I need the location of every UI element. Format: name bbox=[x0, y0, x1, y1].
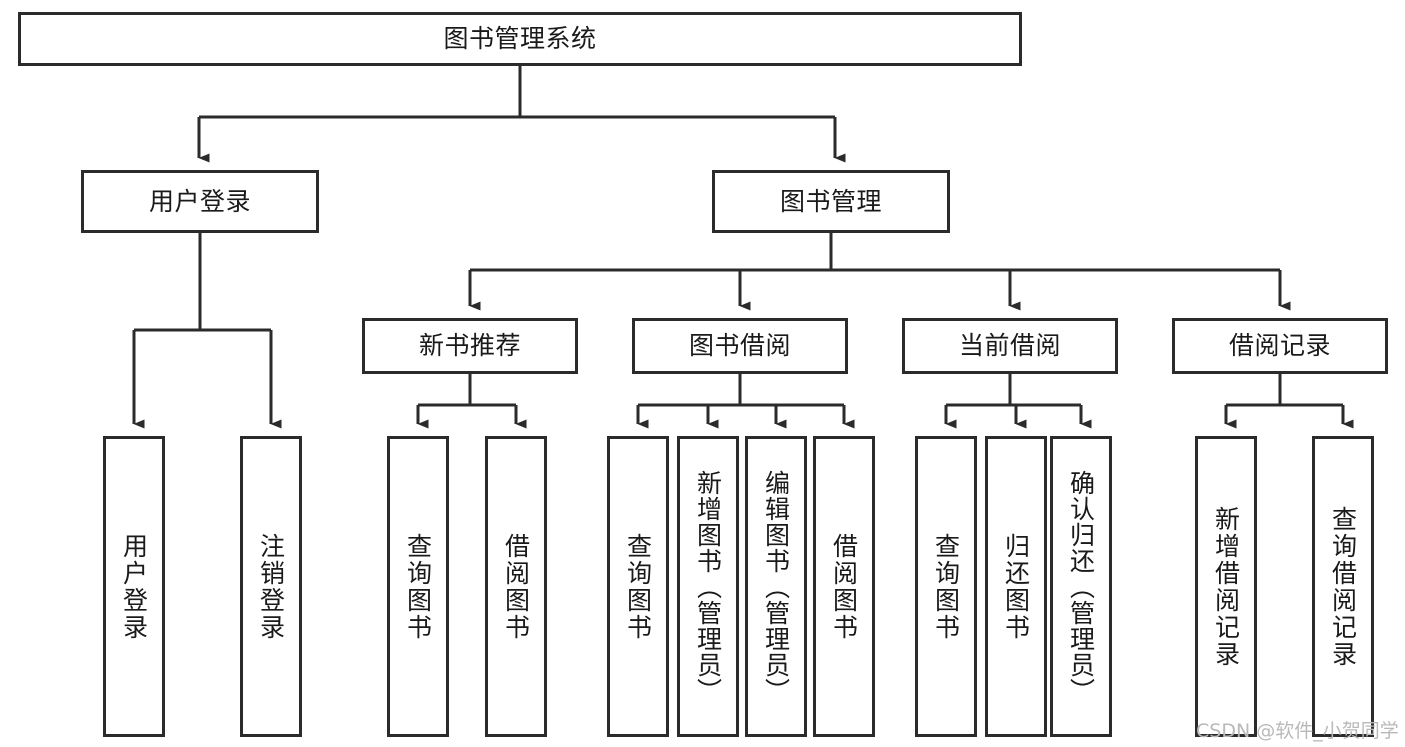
node-current-borrow[interactable]: 当前借阅 bbox=[902, 318, 1118, 374]
leaf-query-borrow-record[interactable]: 查询借阅记录 bbox=[1312, 436, 1374, 737]
leaf-add-book-admin-label: 新增图书（管理员） bbox=[693, 469, 723, 704]
node-root[interactable]: 图书管理系统 bbox=[18, 12, 1022, 66]
leaf-query-book-cur-label: 查询图书 bbox=[931, 532, 961, 641]
leaf-user-login[interactable]: 用户登录 bbox=[103, 436, 165, 737]
node-user-login[interactable]: 用户登录 bbox=[81, 170, 319, 233]
leaf-query-book-cur[interactable]: 查询图书 bbox=[915, 436, 977, 737]
leaf-query-book-bw-label: 查询图书 bbox=[623, 532, 653, 641]
node-current-borrow-label: 当前借阅 bbox=[958, 331, 1061, 360]
watermark-text: CSDN @软件_小贺同学 bbox=[1196, 720, 1399, 742]
leaf-borrow-book-bw-label: 借阅图书 bbox=[829, 532, 859, 641]
node-book-borrow-label: 图书借阅 bbox=[688, 331, 791, 360]
node-borrow-record[interactable]: 借阅记录 bbox=[1172, 318, 1388, 374]
node-root-label: 图书管理系统 bbox=[443, 24, 597, 53]
leaf-confirm-return-admin-label: 确认归还（管理员） bbox=[1066, 469, 1096, 704]
node-book-borrow[interactable]: 图书借阅 bbox=[632, 318, 848, 374]
leaf-return-book-label: 归还图书 bbox=[1001, 532, 1031, 641]
node-book-manage-label: 图书管理 bbox=[779, 186, 882, 216]
leaf-confirm-return-admin[interactable]: 确认归还（管理员） bbox=[1050, 436, 1112, 737]
leaf-user-logout[interactable]: 注销登录 bbox=[240, 436, 302, 737]
leaf-add-borrow-record-label: 新增借阅记录 bbox=[1211, 505, 1241, 668]
leaf-user-login-label: 用户登录 bbox=[119, 532, 149, 641]
leaf-query-book-bw[interactable]: 查询图书 bbox=[607, 436, 669, 737]
leaf-borrow-book-rec-label: 借阅图书 bbox=[501, 532, 531, 641]
node-new-book-recommend-label: 新书推荐 bbox=[418, 331, 521, 360]
node-new-book-recommend[interactable]: 新书推荐 bbox=[362, 318, 578, 374]
leaf-query-book-rec-label: 查询图书 bbox=[403, 532, 433, 641]
leaf-query-book-rec[interactable]: 查询图书 bbox=[387, 436, 449, 737]
node-user-login-label: 用户登录 bbox=[148, 186, 251, 216]
leaf-return-book[interactable]: 归还图书 bbox=[985, 436, 1047, 737]
leaf-add-borrow-record[interactable]: 新增借阅记录 bbox=[1195, 436, 1257, 737]
leaf-user-logout-label: 注销登录 bbox=[256, 532, 286, 641]
leaf-add-book-admin[interactable]: 新增图书（管理员） bbox=[677, 436, 739, 737]
leaf-borrow-book-rec[interactable]: 借阅图书 bbox=[485, 436, 547, 737]
leaf-edit-book-admin[interactable]: 编辑图书（管理员） bbox=[745, 436, 807, 737]
leaf-query-borrow-record-label: 查询借阅记录 bbox=[1328, 505, 1358, 668]
leaf-borrow-book-bw[interactable]: 借阅图书 bbox=[813, 436, 875, 737]
node-borrow-record-label: 借阅记录 bbox=[1228, 331, 1331, 360]
node-book-manage[interactable]: 图书管理 bbox=[712, 170, 950, 233]
leaf-edit-book-admin-label: 编辑图书（管理员） bbox=[761, 469, 791, 704]
